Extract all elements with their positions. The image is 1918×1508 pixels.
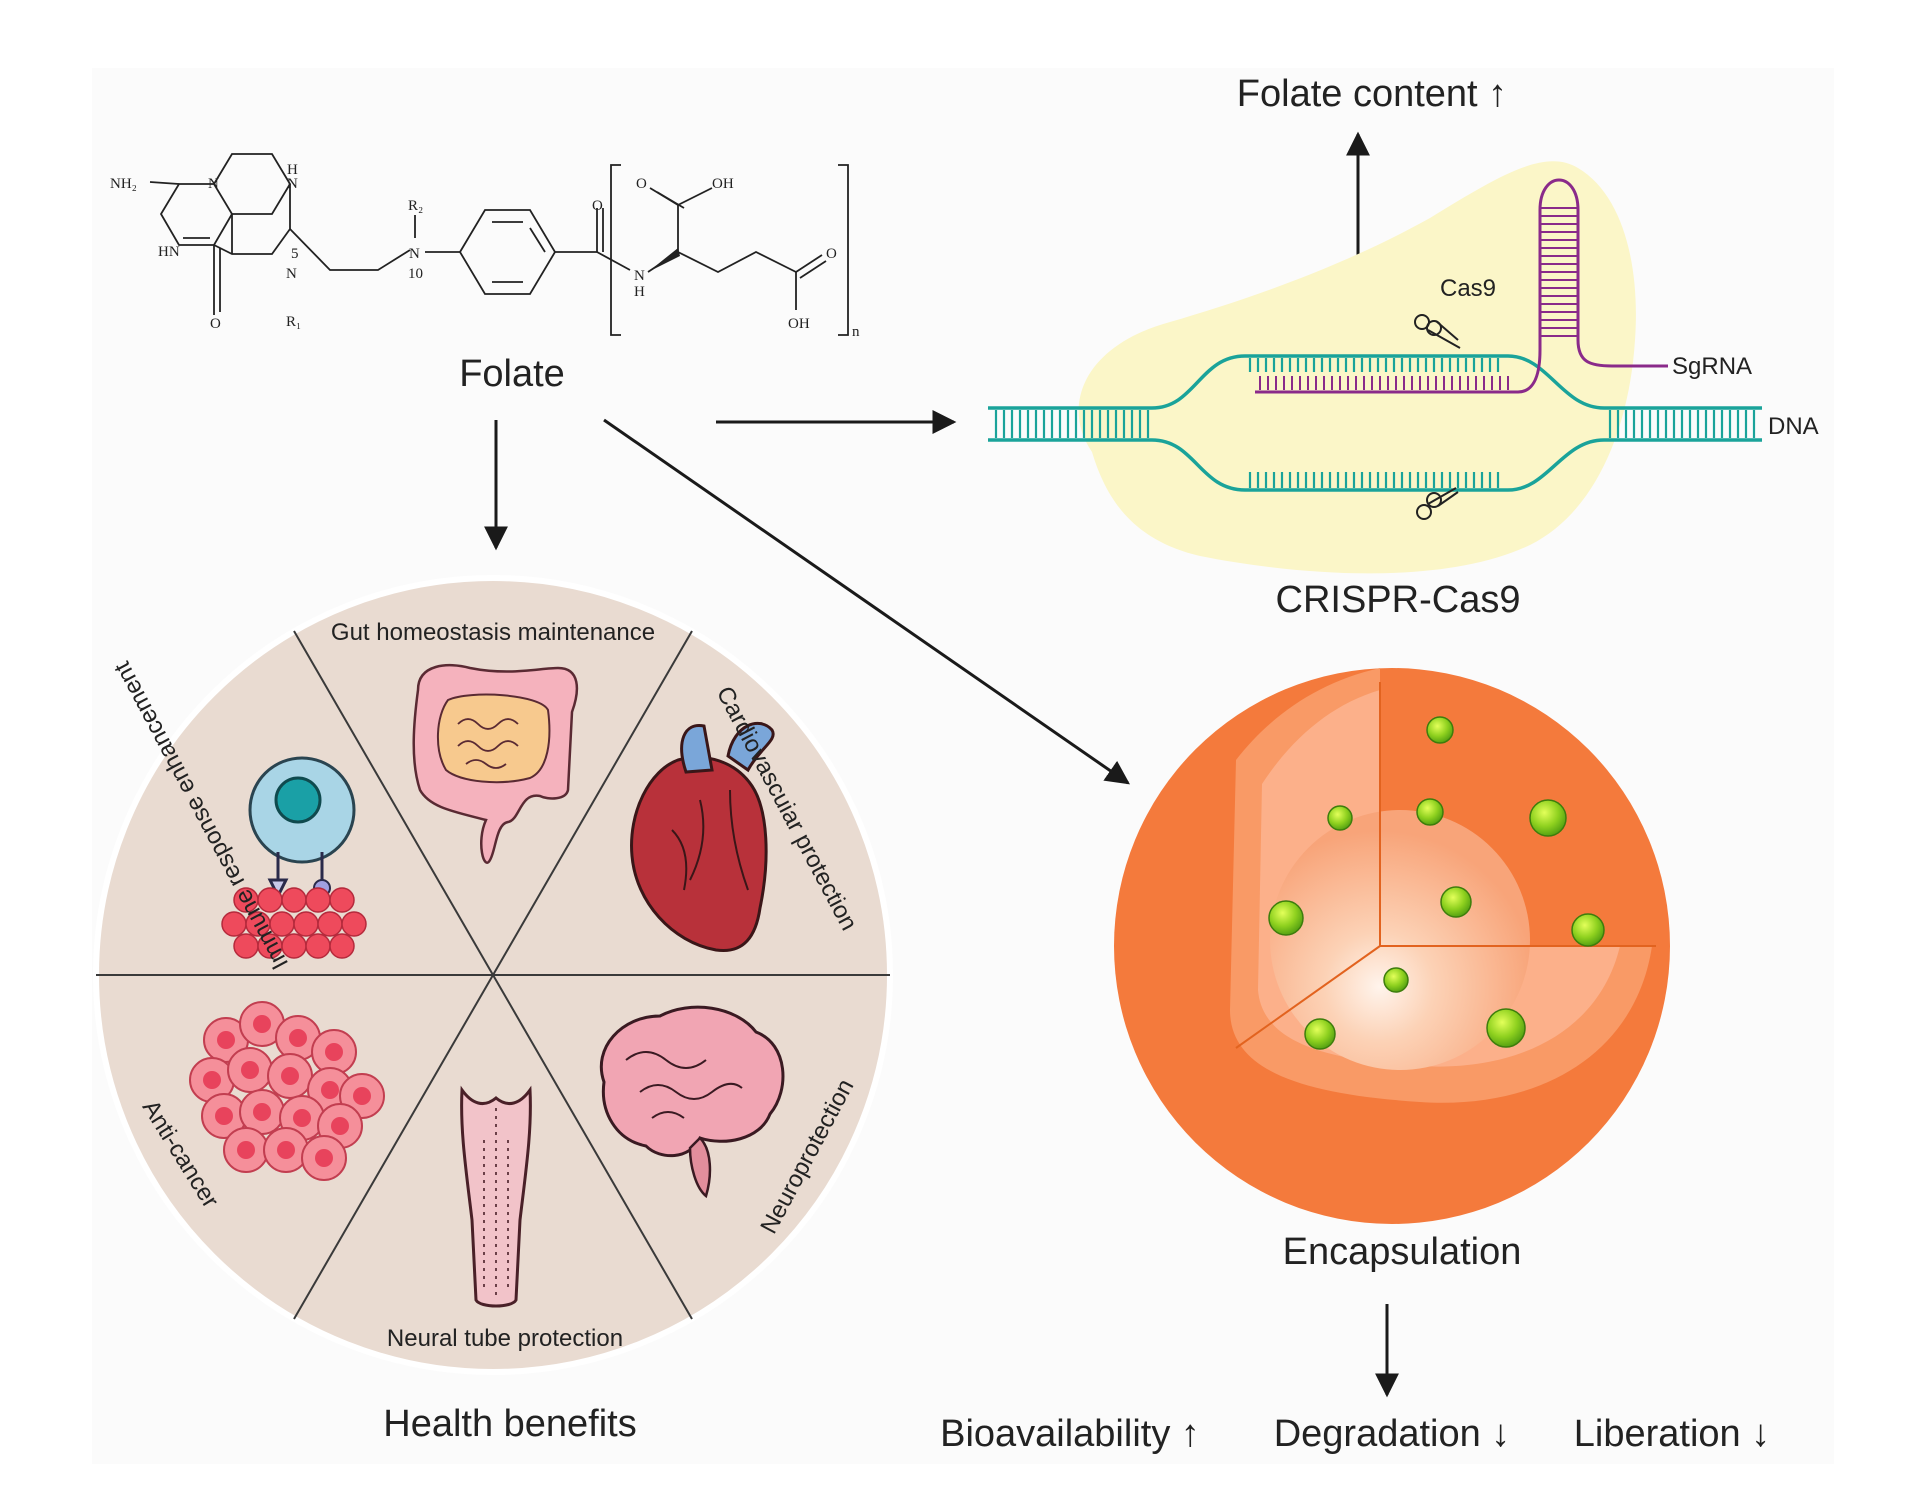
outcome-degradation: Degradation ↓	[1274, 1413, 1511, 1455]
tumor-cell	[341, 911, 367, 937]
n-top-label: N	[287, 176, 298, 192]
encapsulation-sphere	[1114, 668, 1670, 1224]
outcome-liberation: Liberation ↓	[1574, 1413, 1770, 1455]
cancer-cell-nucleus	[289, 1029, 307, 1047]
cas9-label: Cas9	[1440, 275, 1496, 302]
folate-particle	[1416, 798, 1444, 826]
scissors-icon-lower	[1416, 487, 1459, 520]
folate-content-label: Folate content ↑	[1237, 73, 1507, 115]
cancer-cell-nucleus	[203, 1071, 221, 1089]
folate-particle	[1327, 805, 1353, 831]
nh2-label: NH₂	[110, 176, 137, 192]
h-nh-label: H	[634, 284, 645, 300]
cancer-cell-nucleus	[237, 1141, 255, 1159]
cancer-cell-nucleus	[281, 1067, 299, 1085]
health-title: Health benefits	[383, 1403, 637, 1445]
ten-label: 10	[408, 266, 423, 282]
folate-label: Folate	[459, 353, 565, 395]
folate-particle	[1571, 913, 1605, 947]
brain-icon	[599, 1005, 785, 1199]
sgrna-label: SgRNA	[1672, 353, 1752, 380]
cancer-cell-nucleus	[353, 1087, 371, 1105]
cancer-cell-nucleus	[277, 1141, 295, 1159]
folate-particle	[1426, 716, 1454, 744]
tumor-cell	[329, 933, 355, 959]
folate-atom-labels: NH₂ N HN H N O N 5 R₁ R₂ N 10 O N H O OH…	[110, 162, 860, 340]
segment-neural-tube-label: Neural tube protection	[387, 1325, 623, 1352]
folate-particle	[1304, 1018, 1336, 1050]
cancer-cell-nucleus	[325, 1043, 343, 1061]
folate-structure	[149, 153, 849, 336]
tumor-cell	[317, 911, 343, 937]
folate-particle	[1440, 886, 1472, 918]
neural-tube-icon	[460, 1085, 532, 1308]
cancer-cell-nucleus	[217, 1031, 235, 1049]
oh2-label: OH	[788, 316, 810, 332]
wedge-bond	[648, 248, 680, 272]
subscript-n-label: n	[852, 324, 860, 340]
cancer-cell-nucleus	[241, 1061, 259, 1079]
cancer-cell-nucleus	[253, 1015, 271, 1033]
sgrna-strand	[1255, 178, 1668, 394]
o-bottom-label: O	[210, 316, 221, 332]
nh-label: N	[634, 268, 645, 284]
folate-particle	[1529, 799, 1567, 837]
folate-particle	[1383, 967, 1409, 993]
dna-double-strand	[988, 354, 1762, 492]
n10-label: N	[409, 246, 420, 262]
cancer-cell-nucleus	[215, 1107, 233, 1125]
tumor-cell	[281, 887, 307, 913]
tumor-cell	[305, 887, 331, 913]
five-label: 5	[291, 246, 299, 262]
folate-particle	[1268, 900, 1304, 936]
arrow-to-encapsulation	[603, 418, 1130, 785]
scissors-icon	[1414, 314, 1461, 349]
cancer-cell-nucleus	[293, 1109, 311, 1127]
r1-label: R₁	[286, 314, 301, 330]
o-amide-label: O	[592, 198, 603, 214]
intestine-icon	[412, 664, 579, 864]
h-top-label: H	[287, 162, 298, 178]
heart-icon	[630, 721, 775, 953]
hn-label: HN	[158, 244, 180, 260]
encapsulation-title: Encapsulation	[1283, 1231, 1522, 1273]
dna-label: DNA	[1768, 413, 1819, 440]
o-acid2-label: O	[826, 246, 837, 262]
cancer-cell-nucleus	[315, 1149, 333, 1167]
outcome-bioavailability: Bioavailability ↑	[940, 1413, 1200, 1455]
tumor-cell	[293, 911, 319, 937]
crispr-title: CRISPR-Cas9	[1276, 579, 1521, 621]
cancer-cell-nucleus	[331, 1117, 349, 1135]
tumor-cell	[329, 887, 355, 913]
tumor-cells-small-icon	[221, 887, 367, 959]
n1-label: N	[208, 176, 219, 192]
segment-gut-label: Gut homeostasis maintenance	[331, 619, 655, 646]
folate-particle	[1486, 1008, 1526, 1048]
o-acid1-label: O	[636, 176, 647, 192]
oh1-label: OH	[712, 176, 734, 192]
cancer-cells-icon	[189, 1001, 385, 1181]
tumor-cell	[305, 933, 331, 959]
cancer-cell-nucleus	[321, 1081, 339, 1099]
n5-label: N	[286, 266, 297, 282]
r2-label: R₂	[408, 198, 423, 214]
cas9-protein-blob	[1078, 161, 1636, 574]
cancer-cell-nucleus	[253, 1103, 271, 1121]
